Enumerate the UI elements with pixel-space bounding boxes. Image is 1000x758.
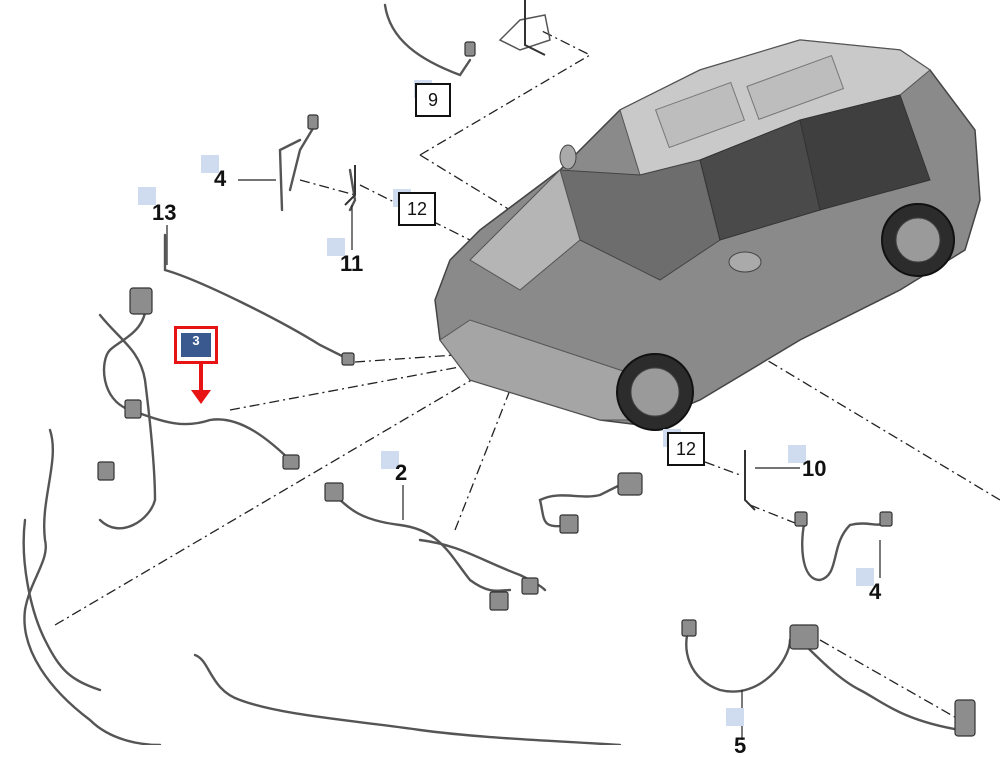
highlighted-part-3[interactable]: 3 bbox=[174, 326, 218, 364]
marker-square bbox=[138, 187, 156, 205]
part-box-12[interactable]: 12 bbox=[398, 192, 436, 226]
part-box-12-lower[interactable]: 12 bbox=[667, 432, 705, 466]
part-label-4-lower[interactable]: 4 bbox=[869, 579, 882, 604]
wiring-harnesses bbox=[22, 3, 962, 745]
highlight-arrow-icon bbox=[191, 390, 211, 404]
part-label-5[interactable]: 5 bbox=[734, 733, 747, 758]
part-box-9[interactable]: 9 bbox=[415, 83, 451, 117]
part-label-4[interactable]: 4 bbox=[214, 166, 227, 191]
marker-square bbox=[856, 568, 874, 586]
highlight-badge: 3 bbox=[181, 333, 211, 357]
car-illustration bbox=[434, 39, 981, 431]
part-label-13[interactable]: 13 bbox=[152, 200, 177, 225]
marker-square bbox=[381, 451, 399, 469]
leader-lines bbox=[54, 29, 1000, 721]
connectors bbox=[97, 41, 976, 737]
part-label-2[interactable]: 2 bbox=[395, 460, 408, 485]
brackets bbox=[344, 0, 756, 511]
marker-square bbox=[726, 708, 744, 726]
marker-square bbox=[788, 445, 806, 463]
marker-square bbox=[327, 238, 345, 256]
marker-square bbox=[201, 155, 219, 173]
part-label-11[interactable]: 11 bbox=[340, 251, 364, 276]
highlight-arrow-shaft bbox=[199, 364, 203, 394]
part-label-10[interactable]: 10 bbox=[802, 456, 827, 481]
